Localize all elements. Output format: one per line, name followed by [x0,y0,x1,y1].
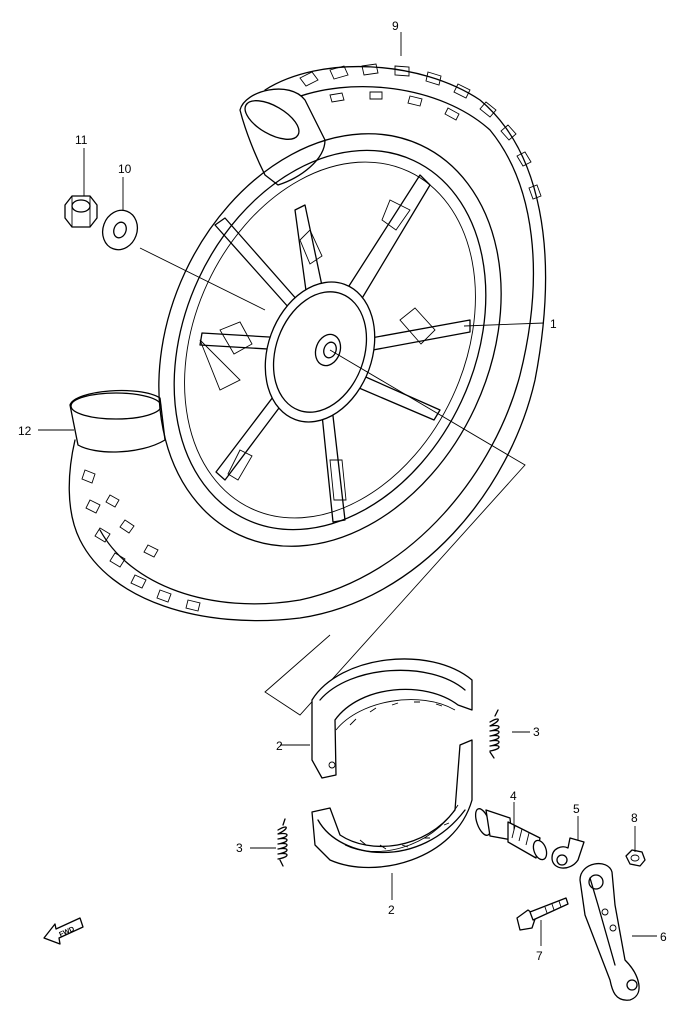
wheel-rim [158,133,502,547]
arm-bolt [516,897,569,931]
callout-2-upper: 2 [276,739,283,753]
washer [101,209,139,251]
direction-arrow-icon: FWD [43,917,84,945]
axle-nut [64,195,98,228]
callout-4: 4 [510,789,517,803]
callout-6: 6 [660,930,667,944]
indicator-plate [551,837,585,869]
callout-2-lower: 2 [388,903,395,917]
tire [68,63,547,622]
callout-leaders [38,32,657,946]
spring-upper [489,709,500,759]
callout-7: 7 [536,949,543,963]
callout-3-upper: 3 [533,725,540,739]
axle-reference-line [264,349,526,716]
callout-10: 11 [75,133,88,147]
callout-3-lower: 3 [236,841,243,855]
callout-12: 12 [18,424,32,438]
callout-labels: 9 11 10 1 12 2 3 3 4 5 8 2 7 6 [18,19,667,963]
brake-shoe-lower [311,739,473,868]
brake-camshaft [474,808,548,861]
washer-reference-line [139,247,266,311]
brake-shoe-upper [311,658,473,779]
spring-lower [277,818,288,867]
callout-5: 5 [573,802,580,816]
callout-1: 1 [550,317,557,331]
callout-11: 9 [392,19,399,33]
callout-8: 8 [631,811,638,825]
brake-arm [579,862,640,1001]
arm-nut [625,849,646,867]
callout-9: 10 [118,162,132,176]
